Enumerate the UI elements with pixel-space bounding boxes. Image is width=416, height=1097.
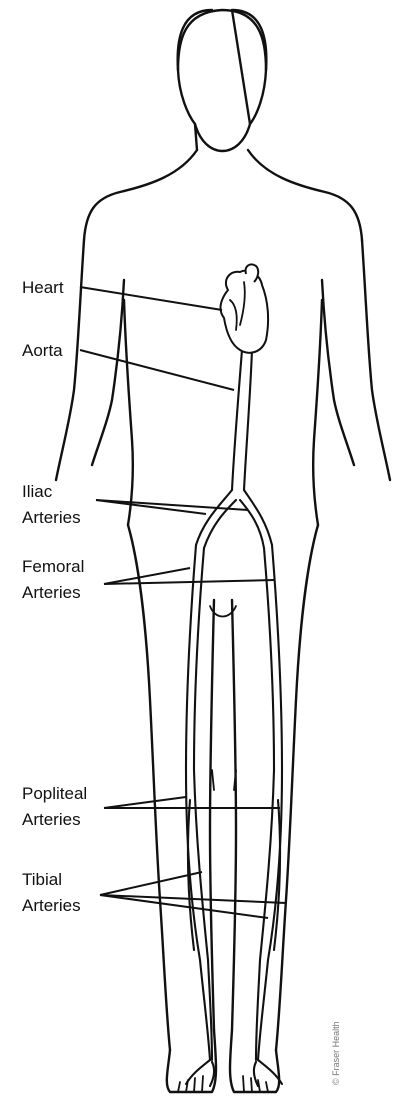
- right-foot-outline: [230, 1030, 279, 1092]
- popliteal-label-line1: Popliteal: [22, 784, 87, 803]
- tibial-label-line2: Arteries: [22, 896, 81, 915]
- popliteal-leader-1: [104, 797, 186, 808]
- tibial-leader-1: [100, 872, 202, 895]
- popliteal-label-line2: Arteries: [22, 810, 81, 829]
- body-outline: [56, 10, 390, 1092]
- heart-leader: [80, 287, 222, 310]
- leader-lines: [80, 287, 286, 918]
- femoral-label-line2: Arteries: [22, 583, 81, 602]
- heart-label: Heart: [22, 278, 64, 297]
- aorta-label: Aorta: [22, 341, 63, 360]
- femoral-label-line1: Femoral: [22, 557, 84, 576]
- copyright-credit: © Fraser Health: [331, 1021, 341, 1085]
- iliac-leader-2: [96, 500, 248, 510]
- head-outline: [178, 10, 267, 150]
- aorta-leader: [80, 350, 234, 390]
- heart-illustration: [221, 264, 269, 352]
- iliac-label-line2: Arteries: [22, 508, 81, 527]
- right-arm-outline: [362, 240, 390, 480]
- femoral-leader-2: [104, 580, 274, 584]
- tibial-label-line1: Tibial: [22, 870, 62, 889]
- labels: Heart Aorta Iliac Arteries Femoral Arter…: [22, 278, 87, 915]
- left-arm-outline: [56, 240, 84, 480]
- iliac-label-line1: Iliac: [22, 482, 53, 501]
